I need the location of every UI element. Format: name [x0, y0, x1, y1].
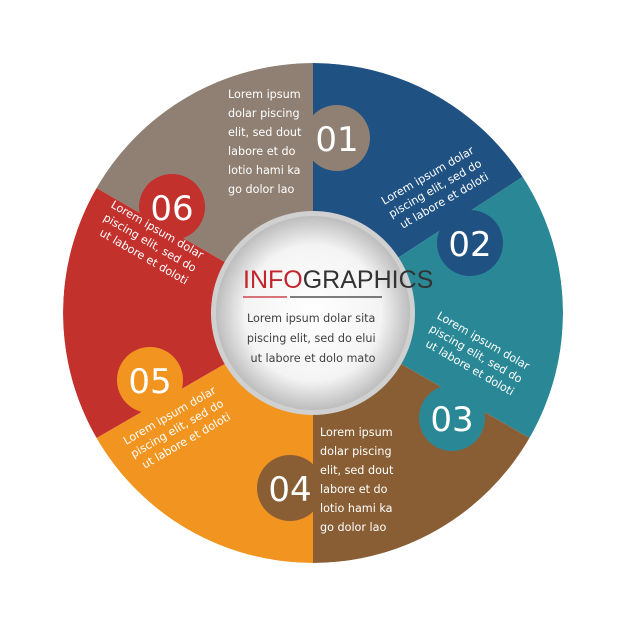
center-disc: INFOGRAPHICS Lorem ipsum dolar sita pisc… — [211, 211, 433, 415]
badge-05-number: 05 — [128, 362, 171, 402]
badge-06: 06 — [139, 174, 205, 240]
badge-04: 04 — [257, 455, 323, 521]
badge-01-number: 01 — [315, 120, 358, 160]
center-title: INFOGRAPHICS — [243, 266, 433, 294]
badge-03: 03 — [419, 385, 485, 451]
badge-03-number: 03 — [430, 400, 473, 440]
segment-04-text: Lorem ipsum dolar piscing elit, sed dout… — [320, 426, 397, 534]
segment-01-text: Lorem ipsum dolar piscing elit, sed dout… — [228, 88, 305, 196]
badge-06-number: 06 — [150, 189, 193, 229]
badge-01: 01 — [304, 105, 370, 171]
center-text: Lorem ipsum dolar sita piscing elit, sed… — [247, 312, 379, 365]
badge-05: 05 — [117, 347, 183, 413]
badge-02-number: 02 — [448, 225, 491, 265]
badge-04-number: 04 — [268, 470, 311, 510]
badge-02: 02 — [437, 210, 503, 276]
